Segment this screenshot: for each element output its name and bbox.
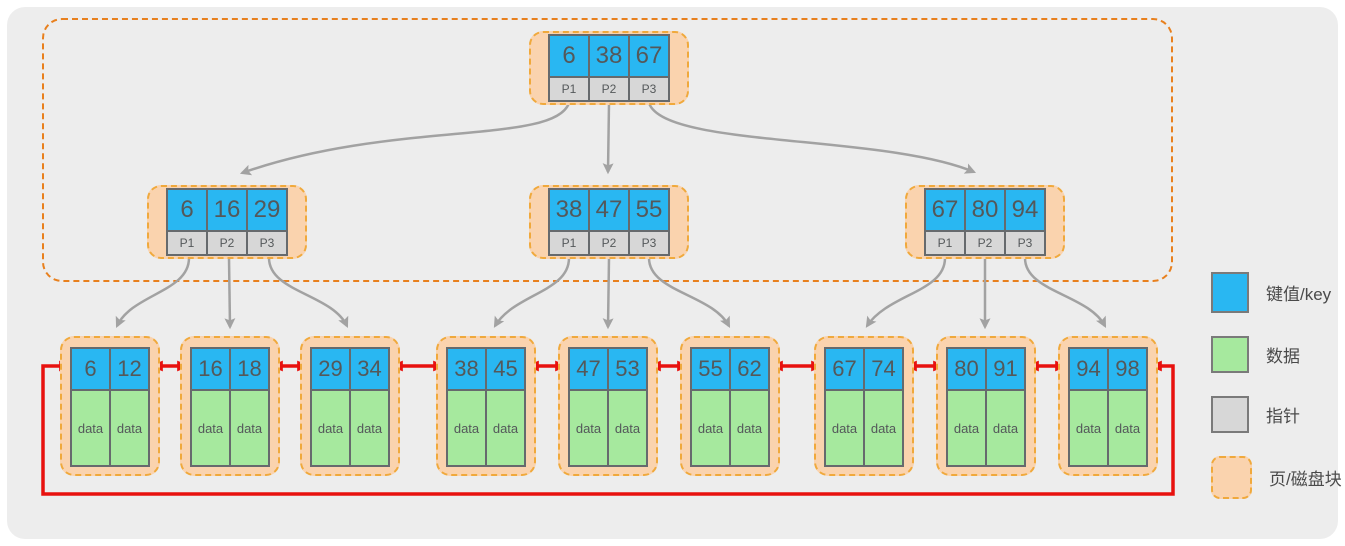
- data-cell: data: [731, 391, 768, 465]
- leaf-table: 16 18 data data: [190, 347, 270, 467]
- leaf-table: 67 74 data data: [824, 347, 904, 467]
- legend-row-key: 键值/key: [1211, 272, 1342, 313]
- leaf-node-3: 29 34 data data: [300, 336, 400, 476]
- key-cell: 94: [1070, 349, 1107, 389]
- key-cell: 18: [231, 349, 268, 389]
- internal-node-2: 38 47 55 P1 P2 P3: [529, 185, 689, 259]
- pointer-cell: P3: [630, 232, 668, 254]
- pointer-cell: P1: [550, 232, 588, 254]
- node-table: 38 47 55 P1 P2 P3: [548, 188, 670, 256]
- leaf-node-9: 94 98 data data: [1058, 336, 1158, 476]
- data-cell: data: [609, 391, 646, 465]
- leaf-node-8: 80 91 data data: [936, 336, 1036, 476]
- internal-node-1: 6 16 29 P1 P2 P3: [147, 185, 307, 259]
- leaf-node-6: 55 62 data data: [680, 336, 780, 476]
- pointer-cell: P2: [590, 78, 628, 100]
- pointer-cell: P1: [926, 232, 964, 254]
- data-cell: data: [231, 391, 268, 465]
- data-cell: data: [1070, 391, 1107, 465]
- key-cell: 98: [1109, 349, 1146, 389]
- key-cell: 12: [111, 349, 148, 389]
- data-cell: data: [865, 391, 902, 465]
- leaf-node-2: 16 18 data data: [180, 336, 280, 476]
- data-cell: data: [448, 391, 485, 465]
- key-cell: 38: [590, 36, 628, 76]
- key-cell: 80: [948, 349, 985, 389]
- data-cell: data: [192, 391, 229, 465]
- legend-row-pointer: 指针: [1211, 396, 1342, 433]
- key-cell: 6: [550, 36, 588, 76]
- leaf-table: 29 34 data data: [310, 347, 390, 467]
- leaf-table: 6 12 data data: [70, 347, 150, 467]
- key-cell: 6: [168, 190, 206, 230]
- key-cell: 62: [731, 349, 768, 389]
- page-block-swatch: [1211, 456, 1252, 499]
- key-cell: 16: [192, 349, 229, 389]
- legend: 键值/key 数据 指针 页/磁盘块: [1211, 272, 1342, 522]
- data-cell: data: [826, 391, 863, 465]
- node-table: 67 80 94 P1 P2 P3: [924, 188, 1046, 256]
- node-table: 6 38 67 P1 P2 P3: [548, 34, 670, 102]
- key-cell: 16: [208, 190, 246, 230]
- leaf-node-4: 38 45 data data: [436, 336, 536, 476]
- legend-label: 键值/key: [1266, 285, 1332, 304]
- pointer-cell: P3: [1006, 232, 1044, 254]
- leaf-table: 55 62 data data: [690, 347, 770, 467]
- legend-label: 指针: [1266, 407, 1300, 426]
- leaf-table: 47 53 data data: [568, 347, 648, 467]
- key-cell: 74: [865, 349, 902, 389]
- key-cell: 53: [609, 349, 646, 389]
- pointer-cell: P1: [550, 78, 588, 100]
- legend-label: 数据: [1266, 347, 1300, 366]
- data-cell: data: [570, 391, 607, 465]
- key-cell: 34: [351, 349, 388, 389]
- key-cell: 38: [448, 349, 485, 389]
- key-cell: 67: [926, 190, 964, 230]
- key-cell: 29: [248, 190, 286, 230]
- pointer-swatch: [1211, 396, 1249, 433]
- data-swatch: [1211, 336, 1249, 373]
- data-cell: data: [72, 391, 109, 465]
- key-cell: 67: [826, 349, 863, 389]
- key-cell: 80: [966, 190, 1004, 230]
- key-cell: 55: [630, 190, 668, 230]
- pointer-cell: P2: [208, 232, 246, 254]
- data-cell: data: [487, 391, 524, 465]
- key-swatch: [1211, 272, 1249, 313]
- leaf-table: 38 45 data data: [446, 347, 526, 467]
- pointer-cell: P1: [168, 232, 206, 254]
- data-cell: data: [312, 391, 349, 465]
- data-cell: data: [351, 391, 388, 465]
- leaf-table: 94 98 data data: [1068, 347, 1148, 467]
- key-cell: 45: [487, 349, 524, 389]
- key-cell: 55: [692, 349, 729, 389]
- leaf-node-5: 47 53 data data: [558, 336, 658, 476]
- legend-row-data: 数据: [1211, 336, 1342, 373]
- key-cell: 94: [1006, 190, 1044, 230]
- pointer-cell: P3: [248, 232, 286, 254]
- key-cell: 91: [987, 349, 1024, 389]
- key-cell: 29: [312, 349, 349, 389]
- leaf-node-7: 67 74 data data: [814, 336, 914, 476]
- legend-row-page: 页/磁盘块: [1211, 456, 1342, 499]
- node-table: 6 16 29 P1 P2 P3: [166, 188, 288, 256]
- data-cell: data: [692, 391, 729, 465]
- data-cell: data: [1109, 391, 1146, 465]
- leaf-table: 80 91 data data: [946, 347, 1026, 467]
- data-cell: data: [948, 391, 985, 465]
- key-cell: 6: [72, 349, 109, 389]
- data-cell: data: [987, 391, 1024, 465]
- pointer-cell: P3: [630, 78, 668, 100]
- key-cell: 47: [590, 190, 628, 230]
- root-node: 6 38 67 P1 P2 P3: [529, 31, 689, 105]
- leaf-node-1: 6 12 data data: [60, 336, 160, 476]
- key-cell: 38: [550, 190, 588, 230]
- pointer-cell: P2: [590, 232, 628, 254]
- legend-label: 页/磁盘块: [1269, 470, 1342, 489]
- internal-node-3: 67 80 94 P1 P2 P3: [905, 185, 1065, 259]
- key-cell: 67: [630, 36, 668, 76]
- key-cell: 47: [570, 349, 607, 389]
- pointer-cell: P2: [966, 232, 1004, 254]
- data-cell: data: [111, 391, 148, 465]
